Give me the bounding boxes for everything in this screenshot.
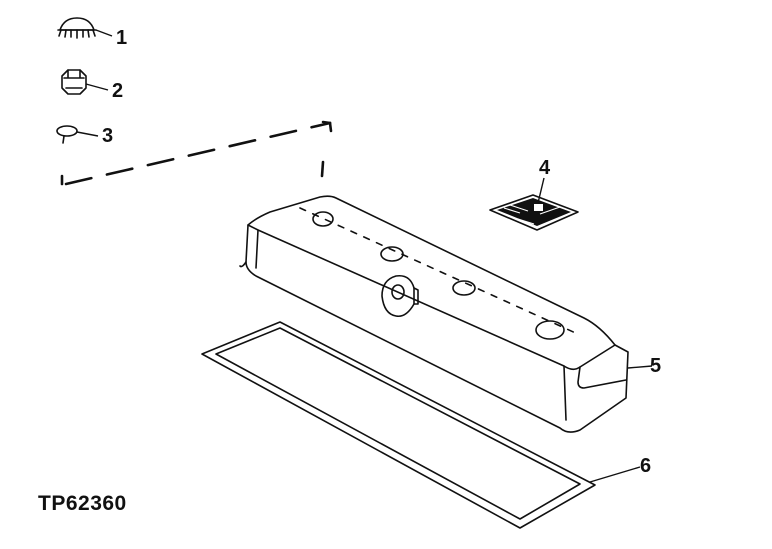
callout-3: 3 [102, 125, 113, 147]
part-5-rocker-cover [239, 195, 653, 433]
callout-6: 6 [640, 455, 651, 477]
part-3-seal [56, 125, 99, 144]
callout-5: 5 [650, 355, 661, 377]
part-2-nut [61, 69, 109, 95]
assembly-dashed-line [60, 120, 333, 186]
callout-4: 4 [539, 157, 551, 179]
callout-1: 1 [116, 27, 127, 49]
part-4-decal [489, 177, 579, 231]
part-1-cap [57, 17, 113, 39]
callout-2: 2 [112, 80, 123, 102]
figure-id: TP62360 [38, 492, 127, 515]
part-6-gasket [201, 321, 641, 529]
